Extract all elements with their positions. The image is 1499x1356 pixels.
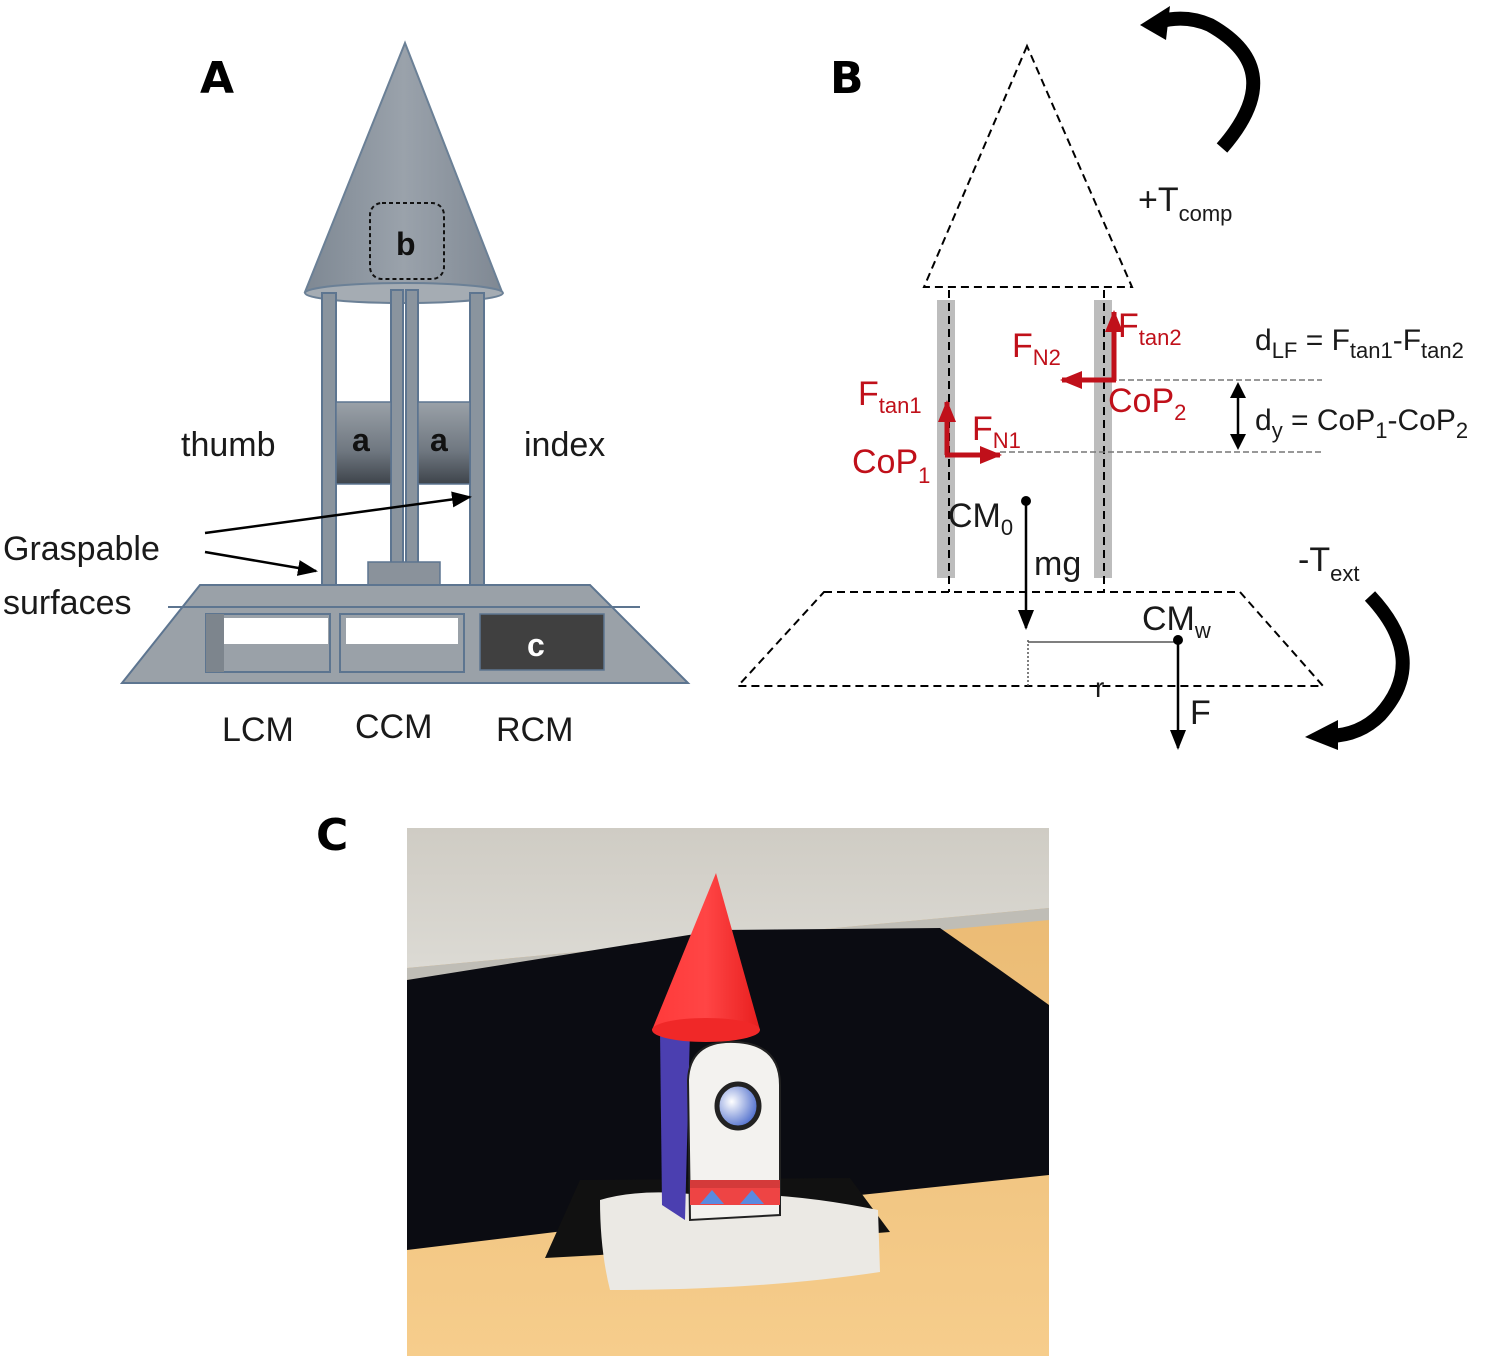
ftan1-label: Ftan1 xyxy=(858,375,922,418)
cone-outline xyxy=(922,43,1134,288)
marker-b: b xyxy=(396,226,416,262)
pointer-arrow-thumb xyxy=(204,550,318,576)
dy-arrowhead-up xyxy=(1230,382,1246,398)
cmw-label: CMw xyxy=(1142,600,1211,643)
compartment-label-lcm: LCM xyxy=(222,711,294,749)
index-label: index xyxy=(524,426,605,464)
compartment-b-box xyxy=(369,202,445,280)
panel-letter-b: B xyxy=(830,53,864,104)
photo-wall xyxy=(407,828,1049,968)
fn2-label: FN2 xyxy=(1012,327,1061,370)
photo xyxy=(407,828,1049,1356)
pointer-arrow-index xyxy=(204,491,472,535)
panel-c: C xyxy=(316,810,1049,1356)
photo-rocket-window xyxy=(714,1081,762,1131)
counterweight-c xyxy=(479,613,605,671)
torque-ext-arrow xyxy=(1329,591,1410,743)
force-vectors xyxy=(938,310,1123,464)
thumb-label: thumb xyxy=(181,426,276,464)
sensor-block-right xyxy=(417,401,471,485)
panel-b: B +Tcomp -Text Ftan1 FN1 CoP1 xyxy=(735,6,1468,750)
graspable-label-line1: Graspable xyxy=(3,530,160,568)
cop2-label: CoP2 xyxy=(1108,382,1186,425)
marker-c: c xyxy=(527,627,545,663)
cone-shape xyxy=(303,40,504,304)
r-label: r xyxy=(1095,672,1104,703)
torque-ext-label: -Text xyxy=(1298,541,1359,586)
graspable-label-line2: surfaces xyxy=(3,584,132,622)
photo-red-cone xyxy=(652,873,760,1038)
base-outline xyxy=(735,591,1326,687)
panel-letter-a: A xyxy=(200,53,234,104)
equation-dlf: dLF = Ftan1-Ftan2 xyxy=(1255,324,1464,363)
ftan2-label: Ftan2 xyxy=(1118,307,1182,350)
cm0-label: CM0 xyxy=(948,497,1013,540)
torque-comp-arrowhead xyxy=(1140,6,1170,40)
marker-a-right: a xyxy=(430,422,448,458)
base-shape xyxy=(119,584,691,684)
fn1-label: FN1 xyxy=(972,410,1021,453)
f-label: F xyxy=(1190,694,1211,732)
compartment-label-rcm: RCM xyxy=(496,711,573,749)
panel-letter-c: C xyxy=(316,810,348,861)
photo-side-strip xyxy=(660,1030,690,1220)
panel-a: A b a a xyxy=(3,40,691,749)
dy-arrowhead-down xyxy=(1230,434,1246,450)
compartment-label-ccm: CCM xyxy=(355,708,432,746)
sensor-block-left xyxy=(335,401,392,485)
photo-rocket-body xyxy=(686,1040,781,1222)
torque-comp-arrow xyxy=(1156,11,1261,153)
torque-comp-label: +Tcomp xyxy=(1138,181,1232,226)
equation-dy: dy = CoP1-CoP2 xyxy=(1255,404,1468,443)
torque-ext-arrowhead xyxy=(1305,720,1338,750)
mg-label: mg xyxy=(1034,545,1081,583)
cop1-label: CoP1 xyxy=(852,443,930,488)
marker-a-left: a xyxy=(352,422,370,458)
photo-launch-pad-paper xyxy=(600,1192,880,1290)
